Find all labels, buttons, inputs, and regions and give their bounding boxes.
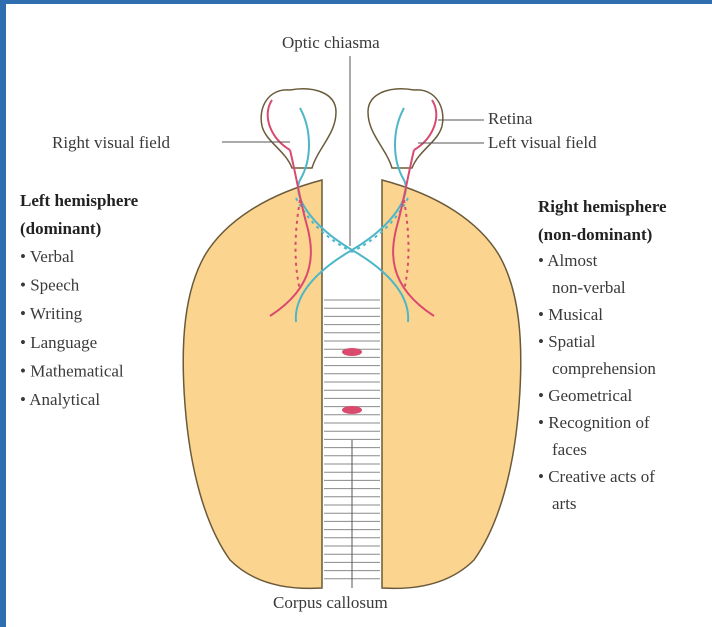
- right-hemisphere-item: • Almost: [538, 251, 598, 270]
- left-hemisphere-shape: [183, 180, 322, 588]
- right-hemisphere-subtitle: (non-dominant): [538, 225, 652, 244]
- left-hemisphere-item: • Mathematical: [20, 361, 124, 380]
- right-hemisphere-item: arts: [552, 494, 577, 513]
- retina-label: Retina: [488, 109, 533, 128]
- callosum-marker-upper: [342, 348, 362, 356]
- left-hemisphere-title: Left hemisphere: [20, 191, 139, 210]
- right-hemisphere-item: • Recognition of: [538, 413, 650, 432]
- right-hemisphere-title: Right hemisphere: [538, 197, 667, 216]
- right-hemisphere-item: non-verbal: [552, 278, 626, 297]
- right-hemisphere-item: comprehension: [552, 359, 656, 378]
- right-hemisphere-item: • Creative acts of: [538, 467, 655, 486]
- left-visual-field-label: Left visual field: [488, 133, 597, 152]
- left-hemisphere-item: • Speech: [20, 276, 80, 295]
- left-hemisphere-list: • Verbal • Speech • Writing • Language • Mat…: [20, 247, 124, 409]
- right-hemisphere-item: • Spatial: [538, 332, 596, 351]
- optic-chiasma-label: Optic chiasma: [282, 33, 380, 52]
- right-visual-field-label: Right visual field: [52, 133, 171, 152]
- right-hemisphere-item: • Musical: [538, 305, 603, 324]
- right-hemisphere-item: faces: [552, 440, 587, 459]
- left-hemisphere-item: • Language: [20, 333, 97, 352]
- right-hemisphere-list: • Almost non-verbal • Musical • Spatial comp…: [538, 251, 656, 513]
- callosum-marker-lower: [342, 406, 362, 414]
- right-hemisphere-shape: [382, 180, 521, 588]
- left-hemisphere-item: • Writing: [20, 304, 83, 323]
- right-hemisphere-item: • Geometrical: [538, 386, 632, 405]
- corpus-callosum-label: Corpus callosum: [273, 593, 388, 612]
- left-hemisphere-item: • Analytical: [20, 390, 100, 409]
- left-hemisphere-item: • Verbal: [20, 247, 75, 266]
- left-hemisphere-subtitle: (dominant): [20, 219, 101, 238]
